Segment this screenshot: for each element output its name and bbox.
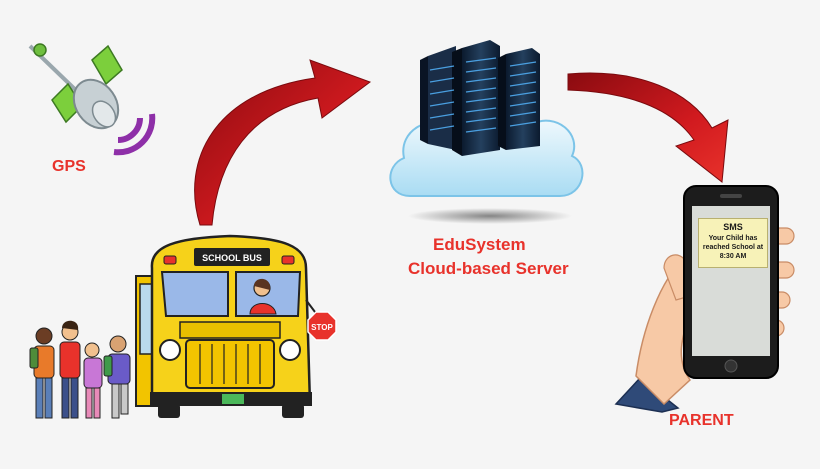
child-figure <box>83 342 103 419</box>
arrow-server-to-parent <box>567 72 729 183</box>
bus-sign-text: SCHOOL BUS <box>202 253 262 263</box>
cloud-shadow <box>408 208 572 224</box>
child-figure <box>29 327 55 419</box>
sms-message-box: SMS Your Child has reached School at 8:3… <box>698 218 768 268</box>
school-bus-icon: SCHOOL BUS STOP <box>135 234 337 418</box>
sms-body: Your Child has reached School at 8:30 AM <box>702 235 764 260</box>
server-rack-icon <box>420 40 540 156</box>
arrow-bus-to-server <box>194 59 372 226</box>
child-figure <box>59 320 81 419</box>
gps-label: GPS <box>52 158 86 175</box>
sms-title: SMS <box>723 222 743 232</box>
satellite-icon <box>28 43 156 156</box>
smartphone-icon <box>683 185 779 379</box>
stop-sign-text: STOP <box>311 323 333 332</box>
cloud-server-icon <box>389 40 584 224</box>
children-group <box>29 320 131 419</box>
child-figure <box>103 335 131 419</box>
parent-label: PARENT <box>669 412 734 429</box>
stop-sign-icon <box>307 311 337 341</box>
server-label-title: EduSystem <box>433 235 526 254</box>
server-label-subtitle: Cloud-based Server <box>408 259 569 278</box>
